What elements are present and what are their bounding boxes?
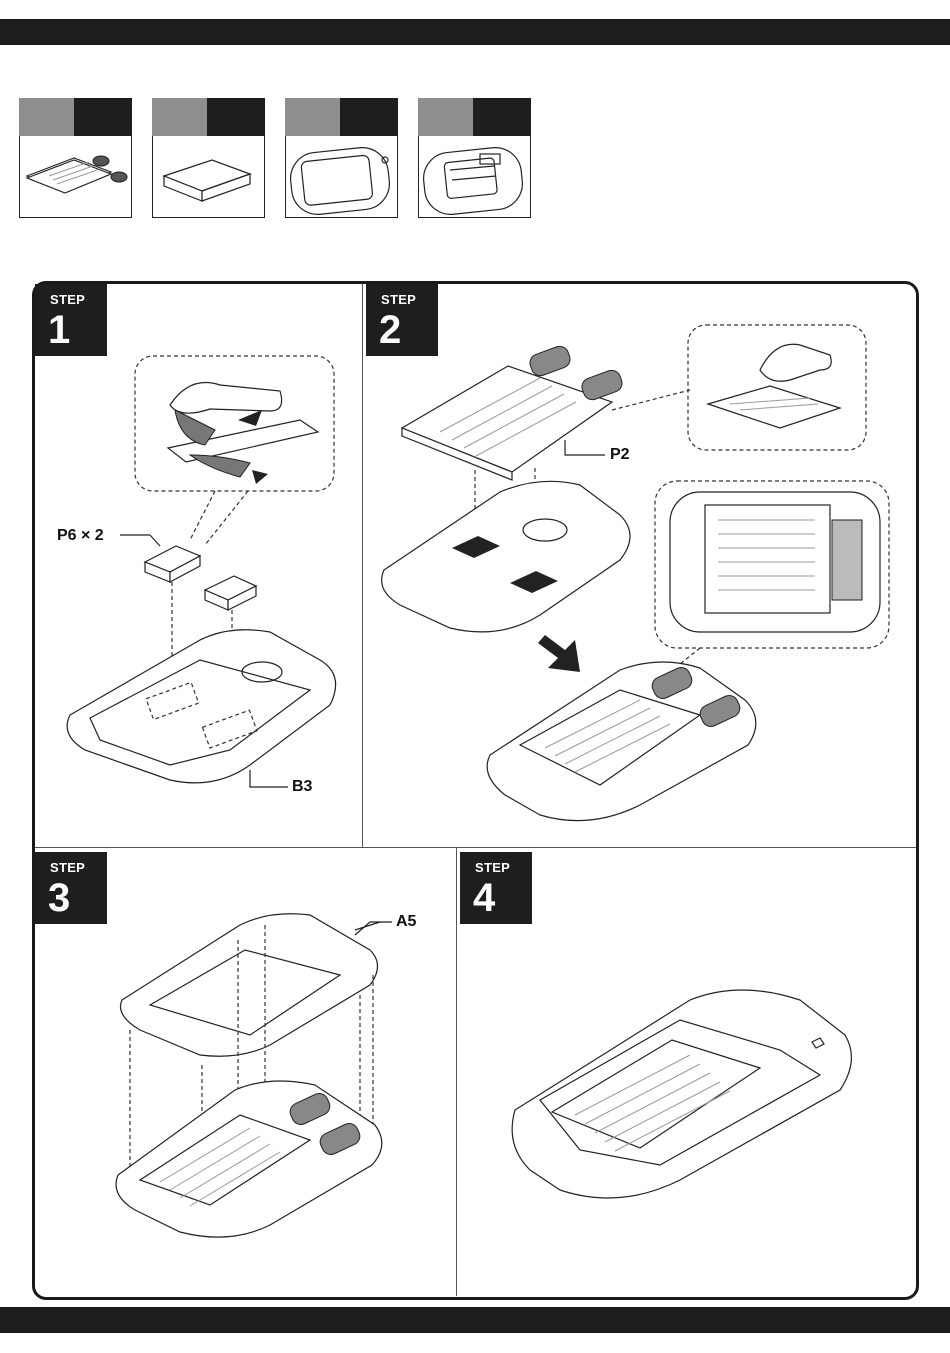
assembled-unit-step4 [512, 990, 851, 1198]
callout-p6: P6 × 2 [57, 527, 104, 545]
peel-backing-detail [135, 356, 334, 545]
direction-arrow-icon [538, 635, 580, 672]
assembled-tray-step2 [487, 662, 756, 821]
callout-b3: B3 [292, 778, 312, 796]
base-tray-step1 [67, 630, 335, 787]
top-view-detail [650, 481, 889, 688]
callout-a5: A5 [396, 913, 416, 931]
base-tray-step2 [382, 481, 630, 632]
bottom-bar [0, 1307, 950, 1333]
press-detail [688, 325, 866, 450]
callout-p2: P2 [610, 446, 630, 464]
